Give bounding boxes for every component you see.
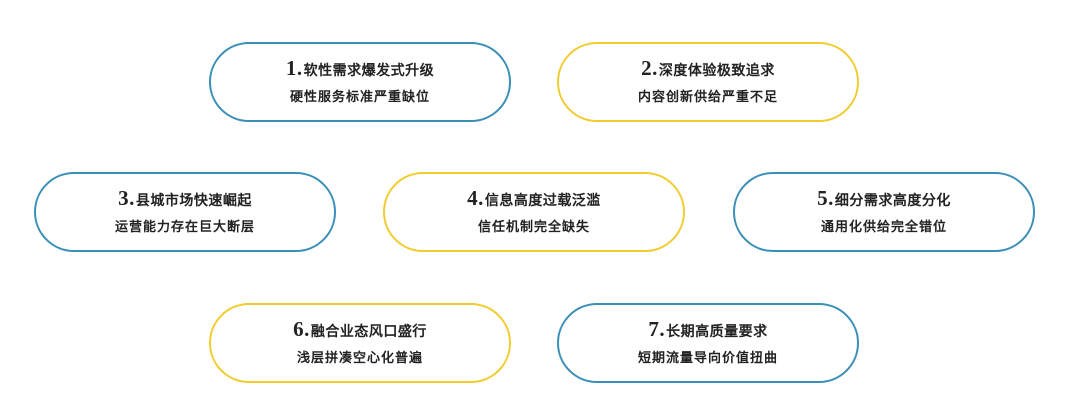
pill-subtitle: 硬性服务标准严重缺位 (289, 89, 430, 105)
pill-number: 3. (118, 185, 135, 210)
pill-number: 7. (648, 316, 666, 341)
pill-title-text: 细分需求高度分化 (834, 192, 951, 209)
pill-title: 7.长期高质量要求 (648, 318, 767, 343)
pill-title-text: 软性需求爆发式升级 (303, 62, 435, 79)
pill-item-1: 1.软性需求爆发式升级 硬性服务标准严重缺位 (209, 42, 511, 122)
pill-title-text: 深度体验极致追求 (658, 62, 775, 79)
pill-subtitle: 运营能力存在巨大断层 (114, 219, 255, 235)
pill-number: 4. (467, 185, 484, 210)
pill-number: 5. (817, 185, 834, 210)
pill-title: 3.县城市场快速崛起 (118, 187, 252, 212)
pill-item-6: 6.融合业态风口盛行 浅层拼凑空心化普遍 (209, 303, 511, 383)
pill-number: 2. (641, 55, 658, 80)
pill-number: 1. (285, 55, 303, 80)
pill-title: 6.融合业态风口盛行 (293, 318, 427, 343)
pill-title-text: 信息高度过载泛滥 (484, 192, 601, 209)
pill-item-5: 5.细分需求高度分化 通用化供给完全错位 (733, 172, 1035, 252)
pill-title: 5.细分需求高度分化 (817, 187, 951, 212)
pill-item-7: 7.长期高质量要求 短期流量导向价值扭曲 (557, 303, 859, 383)
pill-title-text: 长期高质量要求 (666, 323, 768, 340)
pill-item-3: 3.县城市场快速崛起 运营能力存在巨大断层 (34, 172, 336, 252)
pill-subtitle: 内容创新供给严重不足 (637, 89, 778, 105)
pill-title: 2.深度体验极致追求 (641, 57, 775, 82)
pill-title-text: 县城市场快速崛起 (135, 192, 252, 209)
pill-item-4: 4.信息高度过载泛滥 信任机制完全缺失 (383, 172, 685, 252)
pill-subtitle: 浅层拼凑空心化普遍 (296, 350, 423, 366)
pill-subtitle: 短期流量导向价值扭曲 (637, 350, 778, 366)
pill-title-text: 融合业态风口盛行 (310, 323, 427, 340)
pill-number: 6. (293, 316, 310, 341)
pill-title: 1.软性需求爆发式升级 (286, 57, 434, 82)
pill-subtitle: 信任机制完全缺失 (477, 219, 590, 235)
pill-title: 4.信息高度过载泛滥 (467, 187, 601, 212)
pill-subtitle: 通用化供给完全错位 (820, 219, 947, 235)
pill-item-2: 2.深度体验极致追求 内容创新供给严重不足 (557, 42, 859, 122)
